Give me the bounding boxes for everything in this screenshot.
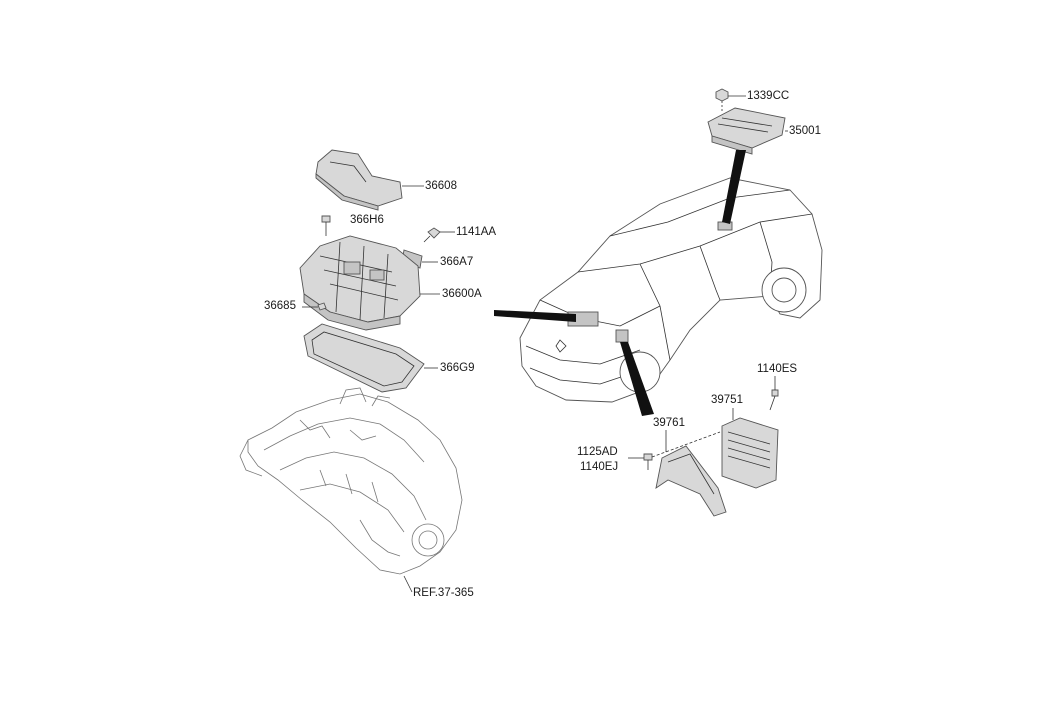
label-36600A: 36600A [442, 288, 482, 300]
label-39761: 39761 [653, 417, 685, 429]
label-39751: 39751 [711, 394, 743, 406]
part-1140ES-bolt [769, 389, 779, 411]
part-1141AA-bolt [423, 227, 441, 243]
callout-arrow-36600A [494, 310, 576, 322]
part-39761-bracket [655, 445, 727, 517]
part-39751-control-unit [721, 417, 779, 489]
callout-arrow-39761 [620, 342, 654, 416]
label-36685: 36685 [264, 300, 296, 312]
part-1125AD-bolt [643, 453, 653, 470]
leader-ref [403, 575, 413, 593]
part-1339CC-nut [715, 88, 729, 102]
part-366H6-bolt [321, 215, 331, 236]
part-366G9-gasket [303, 323, 425, 393]
label-36608: 36608 [425, 180, 457, 192]
part-36685-screw [317, 302, 327, 311]
label-ref-37-365: REF.37-365 [413, 587, 474, 599]
label-366A7: 366A7 [440, 256, 474, 268]
label-1125AD: 1125AD [577, 446, 618, 458]
part-35001-module [707, 107, 786, 155]
dash-1125AD [651, 431, 721, 458]
label-366G9: 366G9 [440, 362, 475, 374]
label-366H6: 366H6 [350, 214, 384, 226]
part-36600A-inverter-unit [299, 235, 421, 331]
vehicle-outline [519, 177, 823, 403]
part-reduction-gear-ref [239, 387, 463, 575]
label-35001: 35001 [789, 125, 821, 137]
label-1140EJ: 1140EJ [580, 461, 619, 473]
label-1140ES: 1140ES [757, 363, 798, 375]
label-1141AA: 1141AA [456, 226, 497, 238]
label-1339CC: 1339CC [747, 90, 790, 102]
callout-arrow-35001 [722, 150, 746, 224]
part-36608-cover [315, 149, 403, 211]
